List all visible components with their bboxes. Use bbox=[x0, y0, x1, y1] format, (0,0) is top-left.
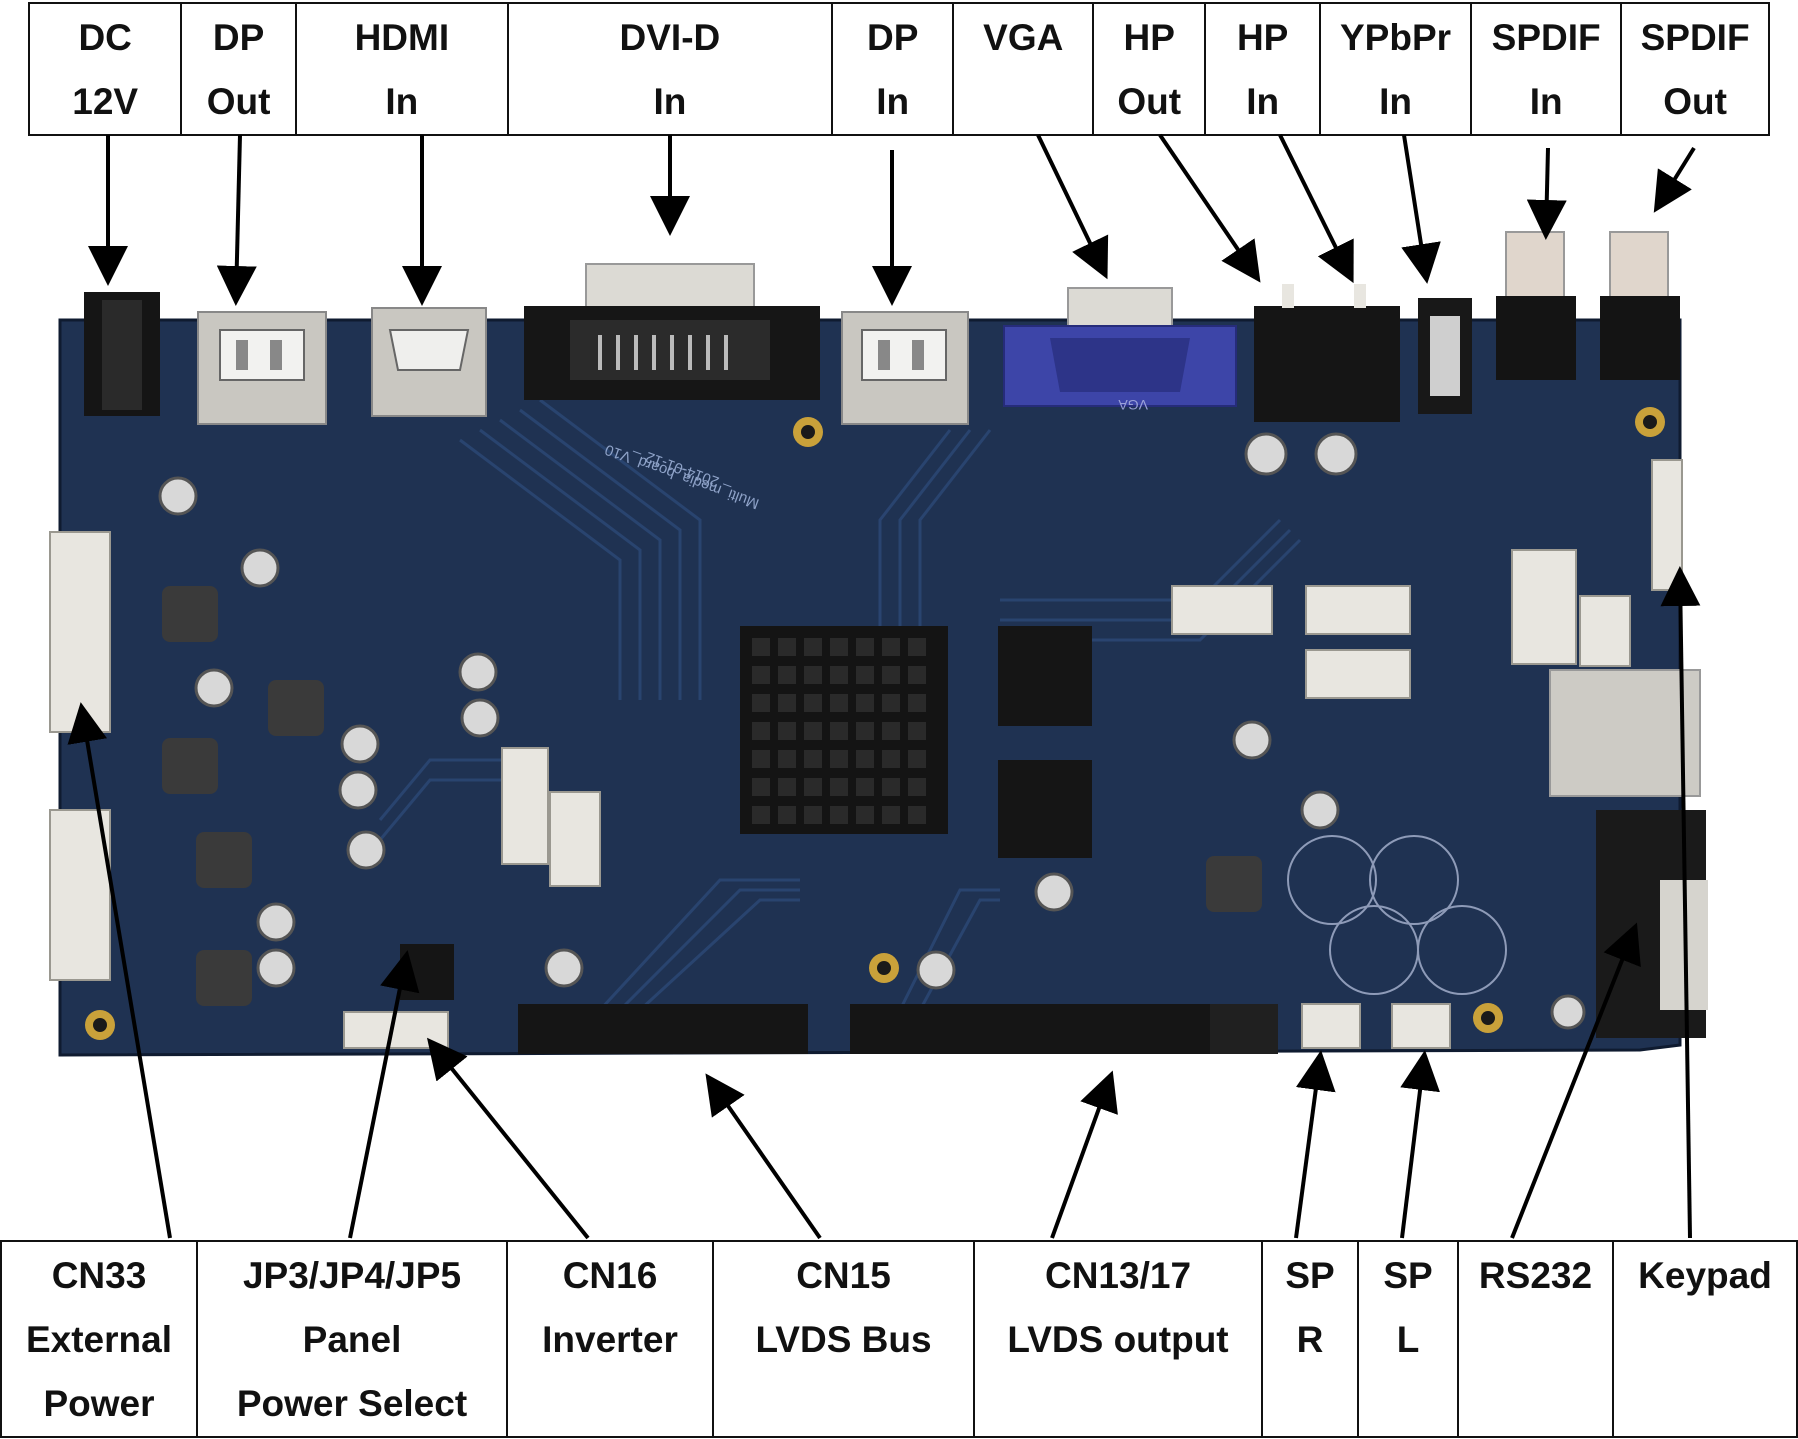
arrow-vga bbox=[1036, 134, 1109, 280]
arrow-spdif-in bbox=[1526, 147, 1567, 240]
dc-jack bbox=[84, 292, 160, 416]
top-arrows bbox=[88, 133, 1696, 306]
ethernet-port bbox=[1549, 669, 1701, 797]
hdmi-in-port bbox=[371, 307, 487, 417]
arrow-cn13-17 bbox=[1050, 1070, 1118, 1239]
white-header-connectors bbox=[343, 459, 1683, 1049]
arrow-keypad bbox=[1660, 566, 1701, 1239]
arrow-sp-l bbox=[1400, 1050, 1440, 1239]
arrow-sp-r bbox=[1294, 1050, 1336, 1239]
bottom-arrows bbox=[67, 566, 1701, 1240]
dvi-d-in-port bbox=[524, 263, 820, 400]
arrow-rs232 bbox=[1510, 922, 1641, 1239]
arrow-dp-out bbox=[216, 134, 257, 306]
spdif-in-jack bbox=[1496, 231, 1576, 380]
arrow-spdif-out bbox=[1653, 146, 1696, 213]
vga-port: VGA bbox=[1003, 287, 1237, 413]
arrow-jp3-jp4-jp5 bbox=[348, 950, 420, 1239]
vga-silkscreen: VGA bbox=[1118, 397, 1148, 413]
arrow-cn16 bbox=[426, 1037, 590, 1240]
power-inductors bbox=[162, 586, 1262, 1006]
arrow-cn33 bbox=[67, 702, 172, 1239]
memory-chips bbox=[998, 626, 1092, 858]
arrow-hp-out bbox=[1158, 133, 1261, 283]
spdif-out-jack bbox=[1600, 231, 1680, 380]
hp-in-jack bbox=[1326, 284, 1400, 422]
ypbpr-in-jack bbox=[1418, 298, 1472, 414]
arrow-hp-in bbox=[1278, 134, 1354, 284]
arrow-cn15 bbox=[705, 1073, 822, 1240]
label-rs232: RS232 bbox=[1457, 1240, 1614, 1438]
mounting-holes bbox=[85, 407, 1665, 1040]
heatsink bbox=[740, 626, 948, 834]
arrow-ypbpr-in bbox=[1401, 134, 1441, 284]
speaker-pads bbox=[1287, 835, 1507, 995]
capacitors bbox=[158, 432, 1586, 1030]
cn33-connector bbox=[49, 531, 111, 981]
rs232-port bbox=[1596, 810, 1708, 1038]
dp-in-port bbox=[841, 311, 969, 425]
label-keypad: Keypad bbox=[1612, 1240, 1798, 1438]
hp-out-jack bbox=[1254, 284, 1332, 422]
dp-out-port bbox=[197, 311, 327, 425]
label-vga: VGA bbox=[952, 2, 1095, 136]
